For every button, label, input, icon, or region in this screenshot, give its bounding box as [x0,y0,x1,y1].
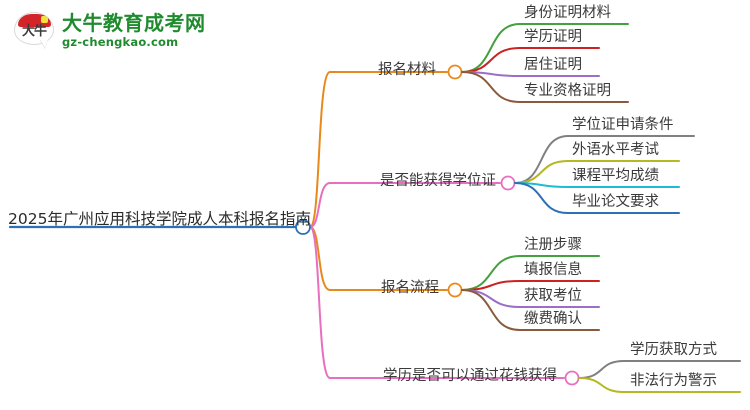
leaf-label-1-1[interactable]: 外语水平考试 [572,142,659,158]
leaf-label-0-0[interactable]: 身份证明材料 [524,5,611,21]
leaf-label-2-3[interactable]: 缴费确认 [524,311,582,327]
site-logo[interactable]: 大牛 大牛教育成考网 gz-chengkao.com [14,8,206,54]
branch-node-1[interactable] [500,175,516,191]
leaf-label-1-2[interactable]: 课程平均成绩 [572,168,659,184]
leaf-label-0-2[interactable]: 居住证明 [524,57,582,73]
leaf-label-0-3[interactable]: 专业资格证明 [524,83,611,99]
logo-bubble-icon: 大牛 [14,11,56,51]
logo-subtitle: gz-chengkao.com [62,35,179,50]
leaf-label-3-0[interactable]: 学历获取方式 [630,342,717,358]
branch-node-0[interactable] [447,64,463,80]
branch-label-3[interactable]: 学历是否可以通过花钱获得 [383,368,557,384]
branch-label-1[interactable]: 是否能获得学位证 [380,173,496,189]
logo-mark-text: 大牛 [21,24,47,39]
logo-title: 大牛教育成考网 [62,11,206,36]
branch-label-0[interactable]: 报名材料 [378,62,436,78]
branch-node-2[interactable] [447,282,463,298]
branch-label-2[interactable]: 报名流程 [381,280,439,296]
branch-line-0 [309,71,448,228]
root-label[interactable]: 2025年广州应用科技学院成人本科报名指南 [8,210,311,228]
leaf-label-2-0[interactable]: 注册步骤 [524,237,582,253]
branch-node-3[interactable] [564,370,580,386]
leaf-label-2-2[interactable]: 获取考位 [524,288,582,304]
leaf-label-1-3[interactable]: 毕业论文要求 [572,194,659,210]
branch-line-1 [309,182,501,228]
leaf-label-2-1[interactable]: 填报信息 [524,262,582,278]
leaf-label-1-0[interactable]: 学位证申请条件 [572,117,674,133]
leaf-label-0-1[interactable]: 学历证明 [524,29,582,45]
leaf-label-3-1[interactable]: 非法行为警示 [630,373,717,389]
